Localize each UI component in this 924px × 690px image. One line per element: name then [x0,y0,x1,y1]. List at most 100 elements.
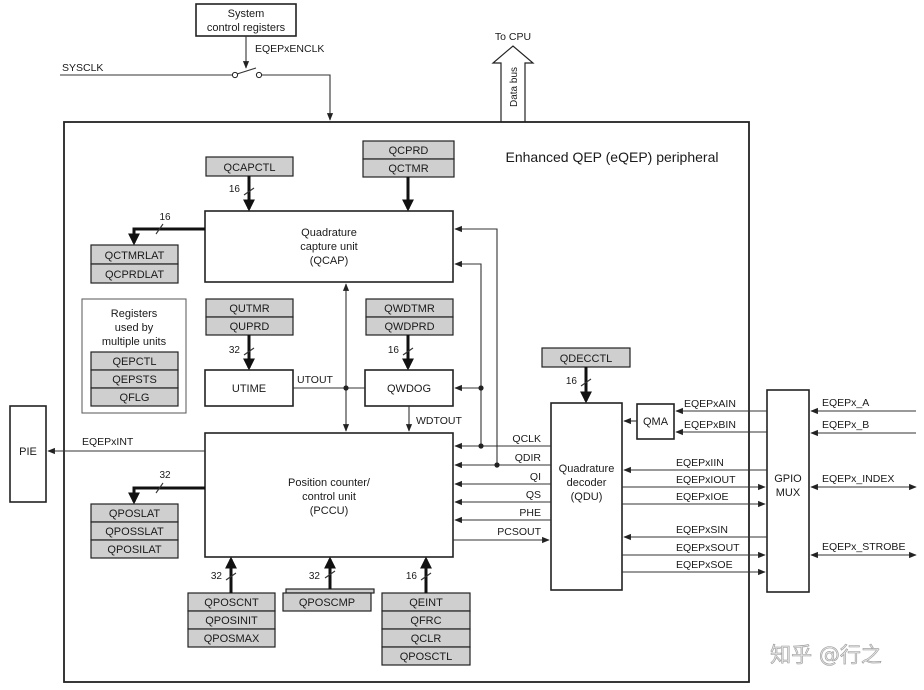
signal-eqepxioe: EQEPxIOE [676,491,729,503]
qdu-line-1: Quadrature [559,463,615,475]
signal-eqepxsoe: EQEPxSOE [676,559,733,571]
reg-qeint-label: QEINT [409,597,443,609]
data-bus-arrow [491,45,535,122]
qdir-junction [494,462,500,468]
qposcnt-bus-tick [225,572,237,581]
qma-label: QMA [643,416,669,428]
shared-caption-line-1: Registers [111,308,158,320]
signal-eqepxiin: EQEPxIIN [676,457,724,469]
reg-qflg [90,387,179,407]
clock-gate-switch [236,67,257,75]
reg-qcprdlat-label: QCPRDLAT [105,269,164,281]
reg-qposinit-label: QPOSINIT [205,615,258,627]
reg-qfrc-label: QFRC [410,615,441,627]
qctmrlat-bus-tick [155,223,164,235]
pin-eqepx-a: EQEPx_A [822,397,869,409]
qwdog-junction [478,385,484,391]
wdtmr-bus-width: 16 [388,345,400,356]
data-bus-label: Data bus [509,67,520,107]
qcap-line-2: capture unit [300,241,357,253]
qclk-junction [478,443,484,449]
utmr-bus-tick [243,347,255,356]
gpio-mux-line-1: GPIO [774,473,802,485]
qdecctl-bus-width: 16 [566,376,578,387]
qdir-feedback [454,225,498,465]
reg-qcprdlat [90,263,179,284]
signal-qi: QI [530,471,541,483]
signal-eqepxain: EQEPxAIN [684,398,736,410]
pie-block [9,405,47,503]
qcapctl-bus-tick [243,187,255,196]
peripheral-title: Enhanced QEP (eQEP) peripheral [506,149,719,165]
reg-qposcnt-label: QPOSCNT [204,597,259,609]
reg-quprd-label: QUPRD [230,321,270,333]
pccu-line-3: (PCCU) [310,505,349,517]
reg-qposmax-label: QPOSMAX [204,633,260,645]
qcap-line-1: Quadrature [301,227,357,239]
signal-qs: QS [526,489,541,501]
reg-qposilat [90,539,179,559]
qclk-feedback [454,260,482,446]
qposcmp-bus-width: 32 [309,571,321,582]
reg-qposslat-label: QPOSSLAT [105,526,164,538]
pie-label: PIE [19,446,37,458]
signal-qclk: QCLK [512,433,541,445]
reg-qdecctl-label: QDECCTL [560,353,613,365]
sysclk-label: SYSCLK [62,62,103,74]
reg-qposmax [187,628,276,648]
signal-qdir: QDIR [515,452,542,464]
signal-eqepxiout: EQEPxIOUT [676,474,736,486]
reg-qposctl-label: QPOSCTL [400,651,453,663]
qcapctl-bus-width: 16 [229,184,241,195]
qctmrlat-bus [128,227,205,246]
signal-pcsout: PCSOUT [497,526,541,538]
qcap-line-3: (QCAP) [310,255,349,267]
shared-caption-line-2: used by [115,322,154,334]
reg-qepctl-label: QEPCTL [112,356,156,368]
utmr-bus-width: 32 [229,345,241,356]
qdu-line-2: decoder [567,477,607,489]
eqepxint-label: EQEPxINT [82,436,134,448]
pccu-unit [204,432,454,558]
utout-junction [343,385,349,391]
wdtmr-bus-tick [402,347,414,356]
qdu-line-3: (QDU) [571,491,603,503]
pin-eqepx-strobe: EQEPx_STROBE [822,541,905,553]
qposlat-bus-width: 32 [159,470,171,481]
signal-eqepxbin: EQEPxBIN [684,419,736,431]
reg-qposcmp [282,592,372,612]
to-cpu-label: To CPU [495,31,531,43]
utime-label: UTIME [232,383,266,395]
reg-qposctl [381,646,471,666]
gpio-mux-line-2: MUX [776,487,801,499]
qdu-unit [550,402,623,591]
qdecctl-bus-tick [580,378,592,387]
reg-qclr-label: QCLR [411,633,442,645]
qposlat-bus [128,486,205,505]
qposcmp-bus-tick [324,570,336,579]
utime-unit [204,369,294,407]
reg-qposlat-label: QPOSLAT [109,508,160,520]
reg-qposilat-label: QPOSILAT [107,544,161,556]
qwdog-unit [364,369,454,407]
system-box-line-1: System [228,8,265,20]
eqep-peripheral-frame [63,121,750,683]
utout-label: UTOUT [297,374,334,386]
wdtout-label: WDTOUT [416,415,462,427]
shared-caption-line-3: multiple units [102,336,167,348]
clock-gate-contact-right [255,71,263,79]
qeint-bus-width: 16 [406,571,418,582]
watermark: 知乎 @行之 [770,643,882,667]
reg-qwdprd-label: QWDPRD [384,321,434,333]
reg-qposcmp-label: QPOSCMP [299,597,355,609]
qeint-bus-tick [420,572,432,581]
signal-eqepxsin: EQEPxSIN [676,524,728,536]
gated-clock-line [262,74,334,121]
reg-qflg-label: QFLG [120,392,150,404]
qma-block [636,403,675,440]
reg-qwdtmr-label: QWDTMR [384,303,435,315]
qposlat-bus-tick [155,482,164,494]
reg-qcapctl-label: QCAPCTL [224,162,276,174]
qwdog-label: QWDOG [387,383,431,395]
